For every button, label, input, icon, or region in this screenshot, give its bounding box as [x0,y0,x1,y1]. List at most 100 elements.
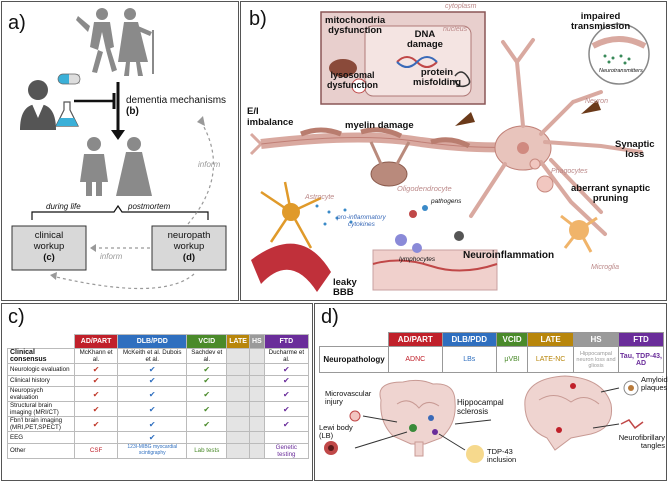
check-icon: ✔ [92,389,100,399]
during-life-label: during life [46,202,81,211]
criteria-cell: ✔ [73,401,119,418]
row-label: Fbn'l brain imaging (MRI,PET,SPECT) [7,416,75,433]
criteria-cell [248,386,265,403]
criteria-cell [248,416,265,433]
consensus-vcid: Sachdev et al. [186,348,228,364]
neurotransmitters-label: Neurotransmitters [599,68,643,74]
direction-arrow-left [455,112,475,126]
oligodendrocyte-icon [370,161,408,187]
clinical-criteria-table: AD/PART DLB/PDD VCID LATE HS FTD Clinica… [7,334,310,459]
criteria-cell: ✔ [117,431,188,444]
criteria-cell [248,431,265,444]
check-icon: ✔ [282,419,290,429]
microglia-label: Microglia [591,264,620,271]
consensus-ad: McKhann et al. [73,348,119,364]
check-icon: ✔ [148,376,156,386]
row-label: Neurologic evaluation [7,363,75,376]
check-icon: ✔ [203,404,211,414]
criteria-cell: ✔ [186,401,228,418]
criteria-cell: ✔ [117,374,188,388]
header-ad-part: AD/PART [73,334,119,349]
postmortem-label: postmortem [128,202,171,211]
nucleus-label: nucleus [443,26,468,33]
astrocyte-label: Astrocyte [305,194,335,201]
consensus-dlb: McKeith et al. Dubois et al. [117,348,188,364]
consensus-hs [248,348,265,364]
lymphocyte-icon [395,234,407,246]
criteria-cell: ✔ [117,416,188,433]
criteria-cell: ✔ [263,363,310,376]
lewy-pointer [354,431,408,449]
criteria-cell: ✔ [73,386,119,403]
d-header-dlb-pdd: DLB/PDD [441,332,497,347]
panel-c: c) AD/PART DLB/PDD VCID LATE HS FTD Clin… [1,303,313,481]
tdp-pointer [438,433,466,451]
criteria-cell: ✔ [73,374,119,388]
criteria-cell [226,386,250,403]
criteria-cell: ✔ [117,363,188,376]
panel-d: d) AD/PART DLB/PDD VCID LATE HS FTD Neur… [314,303,668,481]
check-icon: ✔ [92,376,100,386]
criteria-cell: ✔ [186,416,228,433]
check-icon: ✔ [92,364,100,374]
d-value-ftd: Tau, TDP-43, AD [618,346,664,373]
d-header-vcid: VCID [495,332,529,347]
criteria-cell [226,374,250,388]
header-late: LATE [226,334,250,349]
criteria-cell [248,363,265,376]
cytoplasm-label: cytoplasm [445,3,477,10]
d-value-dlb: LBs [441,346,497,373]
phagocytes-label: Phagocytes [551,168,588,175]
d-header-row: AD/PART DLB/PDD VCID LATE HS FTD [320,332,664,347]
table-header-row: AD/PART DLB/PDD VCID LATE HS FTD [8,334,310,349]
lysosome-icon [351,78,367,94]
active-elderly-figures [76,8,154,76]
row-label: Structural brain imaging (MRI/CT) [7,401,75,418]
mitochondria-icon [329,59,357,77]
microvascular-icon [349,410,361,422]
timeline-bracket [31,204,209,220]
criteria-cell [248,401,265,418]
criteria-cell [226,401,250,418]
d-value-late: LATE-NC [527,346,574,373]
table-row-other: Other CSF 123I-MIBG myocardial scintigra… [7,442,310,459]
pill-icon [57,73,81,85]
pathogen-icon [409,210,417,218]
check-icon: ✔ [148,419,156,429]
hippocampal-pointer [454,419,492,425]
neuron-illustration [249,38,643,236]
inform-label-top: inform [198,160,221,169]
d-value-hs: Hippocampal neuron loss and gliosis [573,346,619,373]
tdp-43-icon [466,445,484,463]
neuron-label: Neuron [585,98,608,105]
criteria-cell [226,431,250,444]
criteria-cell: ✔ [263,386,310,403]
lymphocytes-label: lymphocytes [399,256,436,263]
direction-arrow-right [581,100,601,114]
d-header-late: LATE [527,332,574,347]
header-hs: HS [248,334,265,349]
cytokine-dots [315,204,353,226]
dementia-mechanisms-label: dementia mechanisms (b) [126,95,227,117]
table-row: EEG✔ [7,431,310,444]
declined-elderly-figures [80,137,152,196]
other-late [226,442,250,459]
criteria-cell: ✔ [186,363,228,376]
criteria-cell [186,431,228,444]
check-icon: ✔ [282,376,290,386]
criteria-cell: ✔ [73,363,119,376]
neuropath-workup-box [151,225,227,271]
criteria-cell: ✔ [263,374,310,388]
criteria-cell: ✔ [117,401,188,418]
